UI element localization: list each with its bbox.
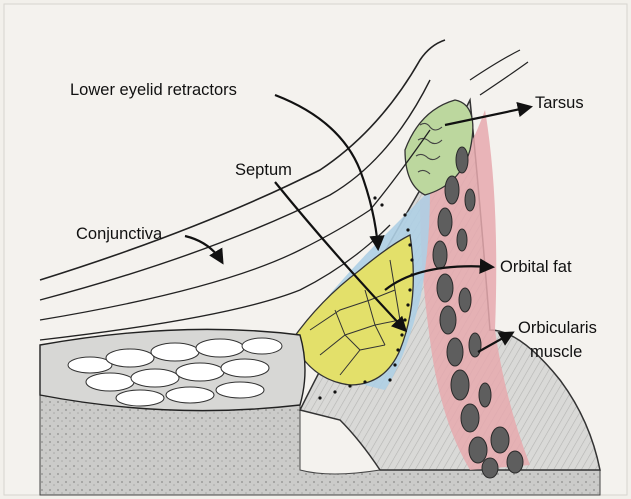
label-conjunctiva: Conjunctiva — [76, 224, 162, 244]
label-septum: Septum — [235, 160, 292, 180]
label-orbicularis-line1: Orbicularis — [518, 318, 597, 338]
label-orbital-fat: Orbital fat — [500, 257, 572, 277]
label-lower-eyelid-retractors: Lower eyelid retractors — [70, 80, 237, 100]
label-orbicularis-line2: muscle — [530, 342, 582, 362]
label-tarsus: Tarsus — [535, 93, 584, 113]
